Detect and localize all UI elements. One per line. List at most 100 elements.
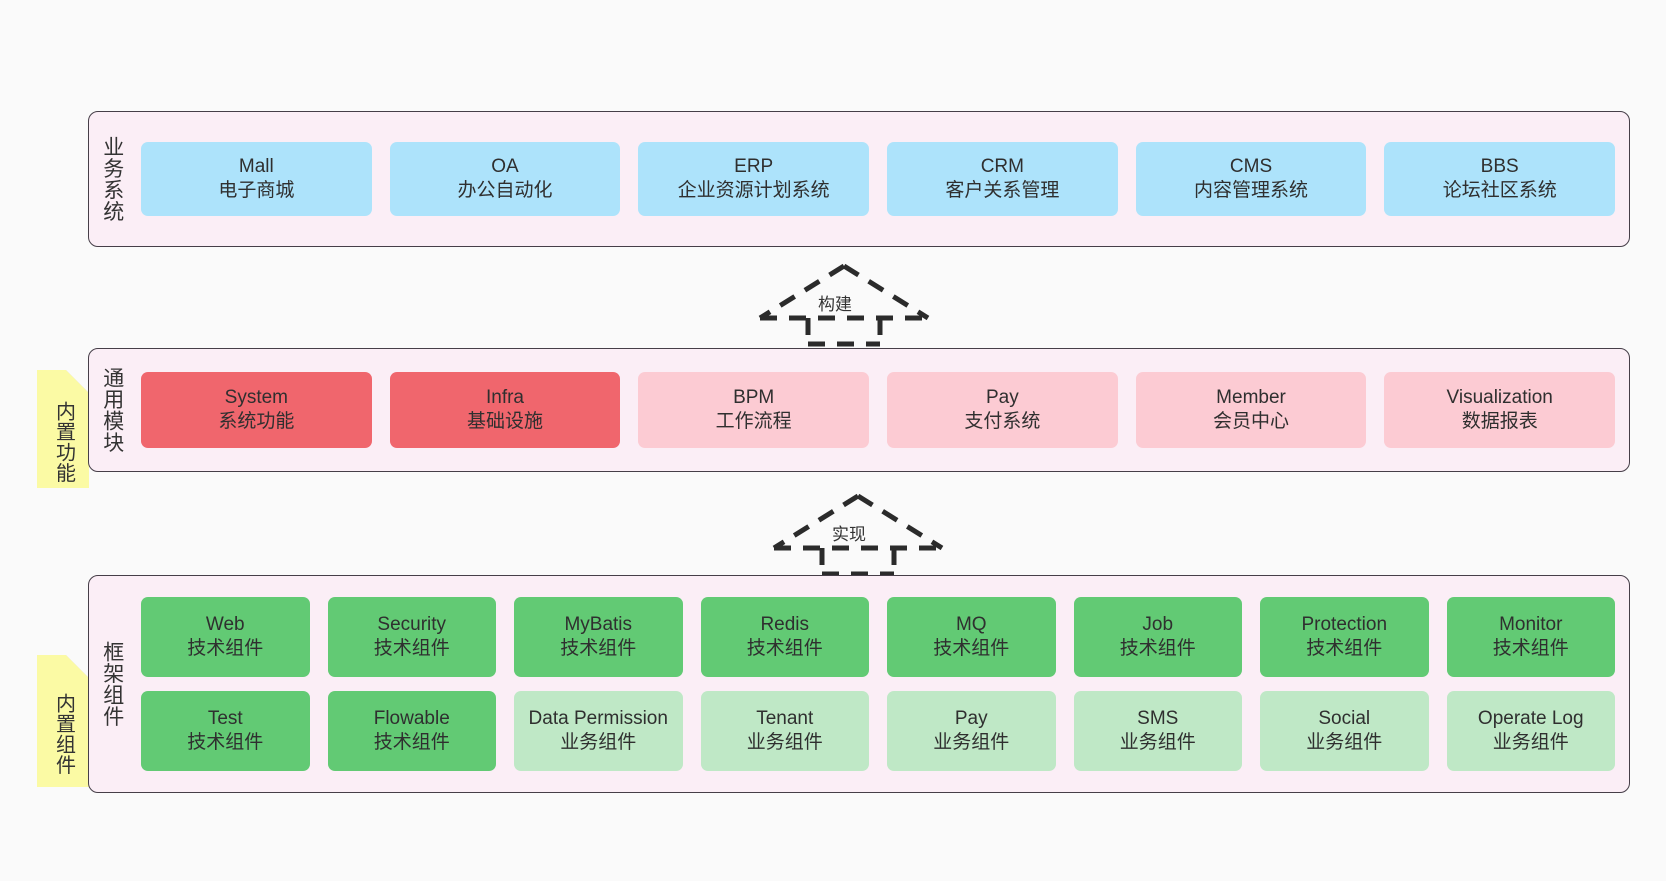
card-subtitle: 业务组件 <box>746 732 823 753</box>
card-web[interactable]: Web 技术组件 <box>141 597 310 677</box>
connector-implement-label: 实现 <box>832 525 866 544</box>
card-title: Security <box>377 614 447 636</box>
card-title: BPM <box>733 387 775 409</box>
card-bpm[interactable]: BPM 工作流程 <box>638 372 870 448</box>
card-subtitle: 技术组件 <box>746 638 823 659</box>
card-security[interactable]: Security 技术组件 <box>327 597 496 677</box>
card-title: Flowable <box>373 708 450 730</box>
card-row: System 系统功能 Infra 基础设施 BPM 工作流程 Pay 支付系统… <box>141 372 1616 448</box>
card-title: Social <box>1318 708 1371 730</box>
card-redis[interactable]: Redis 技术组件 <box>700 597 869 677</box>
card-subtitle: 业务组件 <box>560 732 637 753</box>
card-pay-component[interactable]: Pay 业务组件 <box>887 691 1056 771</box>
card-operate-log[interactable]: Operate Log 业务组件 <box>1446 691 1615 771</box>
card-title: System <box>224 387 289 409</box>
card-subtitle: 论坛社区系统 <box>1442 180 1557 201</box>
card-title: Redis <box>760 614 810 636</box>
card-mall[interactable]: Mall 电子商城 <box>141 142 372 216</box>
card-monitor[interactable]: Monitor 技术组件 <box>1446 597 1615 677</box>
layer-body-common: System 系统功能 Infra 基础设施 BPM 工作流程 Pay 支付系统… <box>135 349 1629 471</box>
card-title: Member <box>1216 387 1286 409</box>
card-title: SMS <box>1137 708 1179 730</box>
card-title: OA <box>491 156 519 178</box>
card-visualization[interactable]: Visualization 数据报表 <box>1384 372 1616 448</box>
card-subtitle: 电子商城 <box>218 180 295 201</box>
card-subtitle: 业务组件 <box>933 732 1010 753</box>
layer-common-modules: 通用模块 System 系统功能 Infra 基础设施 BPM 工作流程 Pay… <box>88 348 1630 472</box>
card-title: Web <box>205 614 245 636</box>
card-bbs[interactable]: BBS 论坛社区系统 <box>1384 142 1616 216</box>
card-subtitle: 业务组件 <box>1119 732 1196 753</box>
card-subtitle: 内容管理系统 <box>1194 180 1309 201</box>
card-erp[interactable]: ERP 企业资源计划系统 <box>638 142 870 216</box>
card-member[interactable]: Member 会员中心 <box>1135 372 1367 448</box>
layer-framework-components: 框架组件 Web 技术组件 Security 技术组件 MyBatis 技术组件… <box>88 575 1630 793</box>
card-mybatis[interactable]: MyBatis 技术组件 <box>514 597 683 677</box>
card-title: BBS <box>1480 156 1519 178</box>
card-subtitle: 技术组件 <box>1119 638 1196 659</box>
card-title: Mall <box>238 156 274 178</box>
card-test[interactable]: Test 技术组件 <box>141 691 310 771</box>
card-title: Operate Log <box>1477 708 1584 730</box>
card-subtitle: 系统功能 <box>218 411 295 432</box>
card-social[interactable]: Social 业务组件 <box>1260 691 1429 771</box>
card-title: Pay <box>954 708 988 730</box>
card-flowable[interactable]: Flowable 技术组件 <box>327 691 496 771</box>
card-title: Monitor <box>1499 614 1563 636</box>
card-title: CMS <box>1229 156 1273 178</box>
card-protection[interactable]: Protection 技术组件 <box>1260 597 1429 677</box>
layer-business-systems: 业务系统 Mall 电子商城 OA 办公自动化 ERP 企业资源计划系统 CRM… <box>88 111 1630 247</box>
card-cms[interactable]: CMS 内容管理系统 <box>1135 142 1367 216</box>
layer-caption-business: 业务系统 <box>100 136 124 222</box>
card-title: CRM <box>980 156 1024 178</box>
card-sms[interactable]: SMS 业务组件 <box>1073 691 1242 771</box>
connector-build-glyph <box>758 263 930 347</box>
card-title: Test <box>207 708 243 730</box>
card-row: Test 技术组件 Flowable 技术组件 Data Permission … <box>141 691 1615 771</box>
connector-implement-glyph <box>772 493 944 577</box>
card-title: Infra <box>485 387 525 409</box>
card-title: Protection <box>1301 614 1388 636</box>
card-subtitle: 办公自动化 <box>457 180 553 201</box>
card-data-permission[interactable]: Data Permission 业务组件 <box>514 691 683 771</box>
layer-body-business: Mall 电子商城 OA 办公自动化 ERP 企业资源计划系统 CRM 客户关系… <box>135 112 1629 246</box>
card-tenant[interactable]: Tenant 业务组件 <box>700 691 869 771</box>
sticky-note-builtin-component: 内置组件 <box>37 655 89 787</box>
card-row: Mall 电子商城 OA 办公自动化 ERP 企业资源计划系统 CRM 客户关系… <box>141 142 1616 216</box>
card-subtitle: 业务组件 <box>1306 732 1383 753</box>
card-title: Visualization <box>1446 387 1553 409</box>
card-title: Pay <box>985 387 1019 409</box>
card-title: Tenant <box>756 708 814 730</box>
layer-body-framework: Web 技术组件 Security 技术组件 MyBatis 技术组件 Redi… <box>135 576 1629 792</box>
card-job[interactable]: Job 技术组件 <box>1073 597 1242 677</box>
card-subtitle: 企业资源计划系统 <box>677 180 830 201</box>
card-subtitle: 工作流程 <box>715 411 792 432</box>
connector-build-label: 构建 <box>818 295 852 314</box>
card-title: Job <box>1142 614 1174 636</box>
card-subtitle: 技术组件 <box>560 638 637 659</box>
layer-caption-framework: 框架组件 <box>100 641 124 727</box>
card-infra[interactable]: Infra 基础设施 <box>389 372 621 448</box>
card-title: Data Permission <box>528 708 668 730</box>
card-subtitle: 会员中心 <box>1213 411 1290 432</box>
card-subtitle: 业务组件 <box>1492 732 1569 753</box>
card-oa[interactable]: OA 办公自动化 <box>389 142 621 216</box>
card-pay-module[interactable]: Pay 支付系统 <box>887 372 1118 448</box>
layer-caption-common: 通用模块 <box>100 367 124 453</box>
card-system[interactable]: System 系统功能 <box>141 372 372 448</box>
sticky-note-label: 内置功能 <box>52 401 75 483</box>
card-title: ERP <box>734 156 774 178</box>
card-subtitle: 技术组件 <box>373 638 450 659</box>
sticky-note-builtin-function: 内置功能 <box>37 370 89 488</box>
connector-build: 构建 <box>756 262 932 347</box>
card-subtitle: 支付系统 <box>964 411 1041 432</box>
sticky-note-label: 内置组件 <box>52 693 75 775</box>
card-crm[interactable]: CRM 客户关系管理 <box>887 142 1118 216</box>
card-subtitle: 数据报表 <box>1461 411 1538 432</box>
card-subtitle: 技术组件 <box>933 638 1010 659</box>
card-subtitle: 技术组件 <box>187 732 264 753</box>
card-mq[interactable]: MQ 技术组件 <box>887 597 1056 677</box>
card-subtitle: 客户关系管理 <box>945 180 1060 201</box>
card-subtitle: 技术组件 <box>1306 638 1383 659</box>
